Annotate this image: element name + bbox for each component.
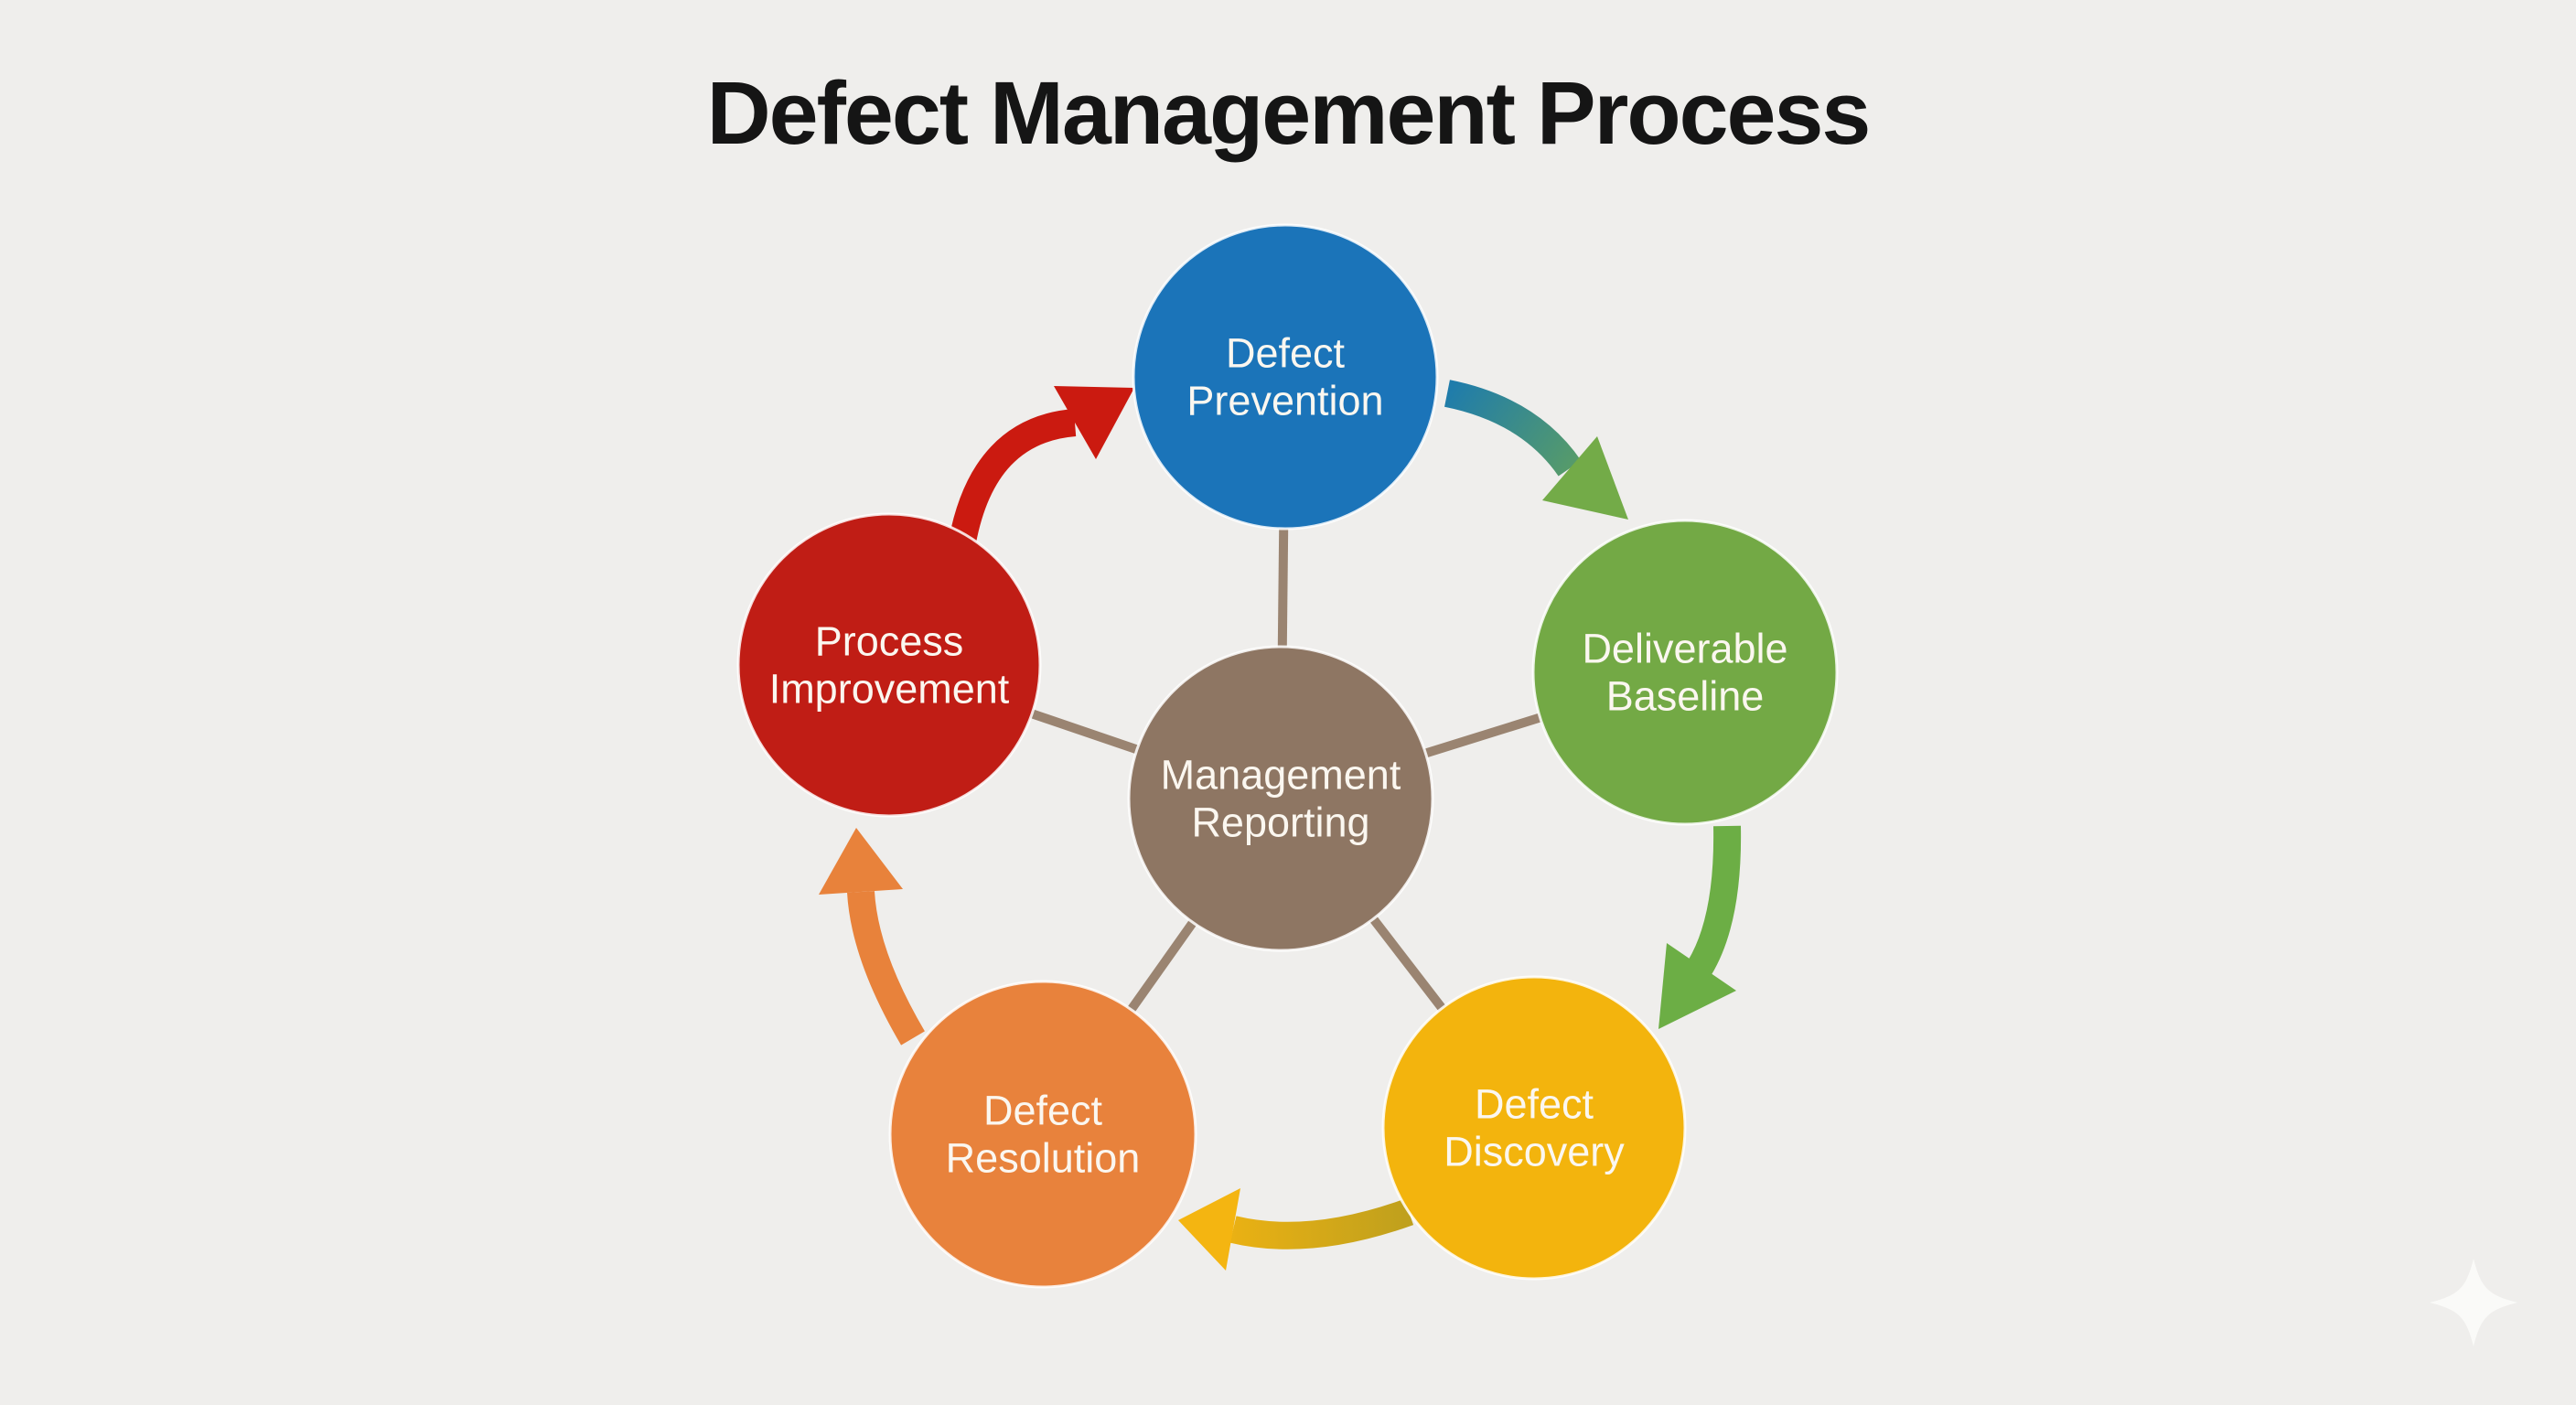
arrow-resolution-to-improvement (819, 828, 925, 1046)
node-circle (1381, 975, 1687, 1281)
node-label-line: Resolution (946, 1135, 1141, 1182)
arrow-head (1178, 1188, 1240, 1271)
node-label-line: Prevention (1186, 378, 1383, 424)
node-circle (1132, 223, 1439, 531)
node-label-line: Baseline (1606, 673, 1765, 720)
sparkle-icon (2430, 1259, 2517, 1346)
node-management-reporting: Management Reporting (1127, 645, 1434, 952)
node-label-line: Defect (1226, 330, 1346, 377)
arrow-baseline-to-discovery (1658, 825, 1742, 1029)
node-circle (1531, 519, 1839, 826)
arrow-body (949, 409, 1077, 544)
node-process-improvement: Process Improvement (736, 512, 1042, 818)
node-label-line: Discovery (1444, 1129, 1625, 1175)
arrow-body (847, 890, 925, 1046)
node-circle (888, 980, 1197, 1289)
arrow-body (1229, 1198, 1414, 1249)
node-defect-prevention: Defect Prevention (1132, 223, 1439, 531)
cycle-arrows (819, 380, 1742, 1271)
node-label-line: Defect (1475, 1081, 1594, 1128)
node-circle (736, 512, 1042, 818)
arrow-body (1687, 825, 1742, 975)
node-label-line: Reporting (1191, 799, 1369, 846)
node-deliverable-baseline: Deliverable Baseline (1531, 519, 1839, 826)
node-label-line: Improvement (769, 666, 1010, 713)
node-label-line: Process (815, 618, 964, 665)
arrow-head (1054, 386, 1134, 459)
process-nodes: Defect Prevention Deliverable Baseline D… (736, 223, 1839, 1289)
node-label-line: Management (1161, 752, 1401, 799)
arrow-head (1542, 436, 1628, 520)
node-label-line: Defect (983, 1088, 1103, 1134)
arrow-head (819, 828, 903, 895)
page-title: Defect Management Process (706, 63, 1872, 163)
arrow-prevention-to-baseline (1444, 380, 1628, 520)
arrow-head (1658, 943, 1736, 1029)
arrow-body (1444, 380, 1582, 477)
node-defect-discovery: Defect Discovery (1381, 975, 1687, 1281)
arrow-improvement-to-prevention (949, 386, 1134, 544)
arrow-discovery-to-resolution (1178, 1188, 1414, 1271)
node-circle (1127, 645, 1434, 952)
node-label-line: Deliverable (1582, 626, 1787, 672)
node-defect-resolution: Defect Resolution (888, 980, 1197, 1289)
